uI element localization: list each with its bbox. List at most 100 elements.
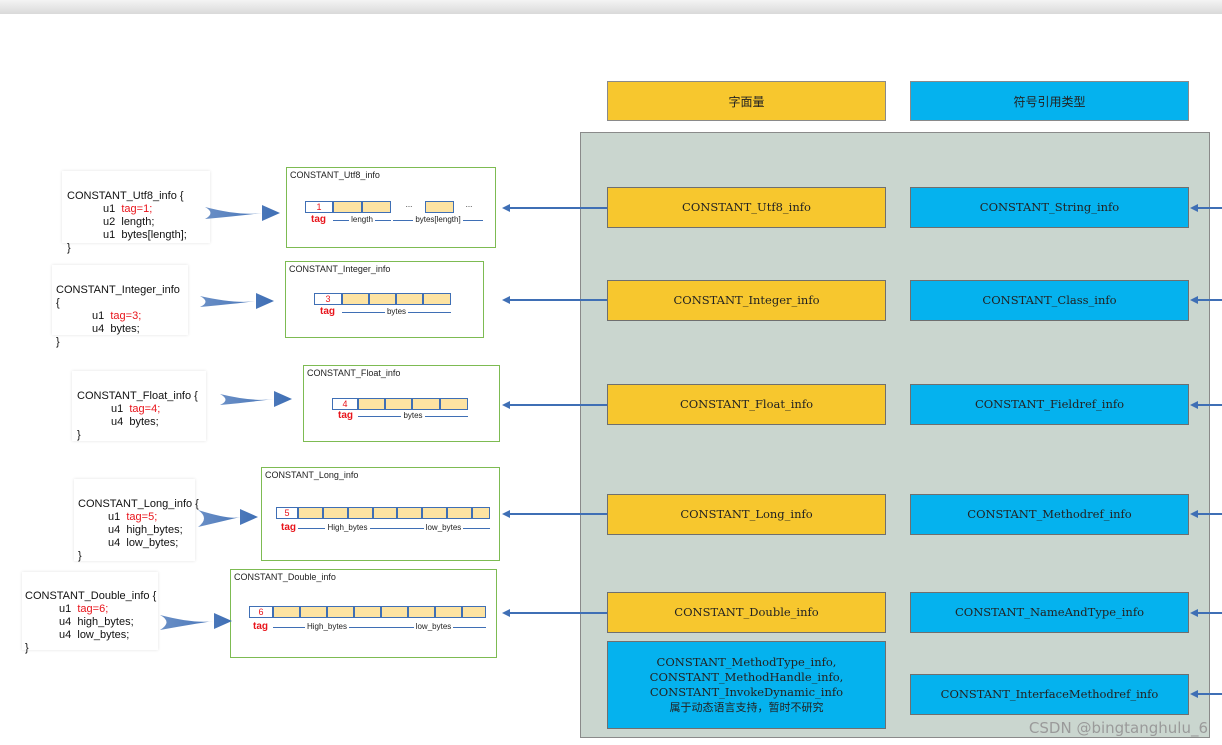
range-text: bytes [401,411,425,420]
tag-cell [276,507,298,519]
dynamic-language-box: CONSTANT_MethodType_info, CONSTANT_Metho… [607,641,886,729]
range-label: High_bytes [273,622,381,631]
range-label: bytes[length] [393,215,483,224]
ellipsis: ... [465,200,473,209]
field-type: u1 [103,229,116,241]
diagram-title: CONSTANT_Integer_info [289,264,391,274]
symbolic-string-box: CONSTANT_String_info [910,187,1189,228]
tag-label: tag [338,410,353,421]
range-text: length [349,215,375,224]
byte-cell [323,507,348,519]
byte-cell [412,398,440,410]
struct-long: CONSTANT_Long_info { u1 tag=5; u4 high_b… [74,479,199,562]
tag-value: 3 [325,294,331,304]
tag-label: tag [320,306,335,317]
range-text: bytes[length] [413,215,463,224]
struct-name: CONSTANT_Float_info { [77,390,198,402]
byte-cell [425,201,454,213]
struct-close: } [25,642,29,654]
diagram-integer: CONSTANT_Integer_info 3 tag bytes [285,261,484,338]
field-type: u4 [92,323,105,335]
field-tag: tag=5; [126,511,158,523]
byte-cell [369,293,396,305]
symbolic-nameandtype-box: CONSTANT_NameAndType_info [910,592,1189,633]
byte-cell [422,507,447,519]
range-text: High_bytes [325,523,370,532]
field-type: u1 [111,403,124,415]
literal-utf8-box: CONSTANT_Utf8_info [607,187,886,228]
field-name: bytes[length]; [121,229,187,241]
symbolic-class-box: CONSTANT_Class_info [910,280,1189,321]
field-type: u4 [59,616,72,628]
diagram-title: CONSTANT_Float_info [307,368,401,378]
field-name: length; [121,216,155,228]
field-type: u1 [92,310,105,322]
window-top-bar [0,0,1222,14]
byte-cell [358,398,385,410]
field-tag: tag=6; [77,603,109,615]
struct-name: CONSTANT_Double_info { [25,590,157,602]
field-name: bytes; [129,416,159,428]
tag-value: 6 [258,607,264,617]
byte-cell [273,606,300,618]
range-text: low_bytes [423,523,464,532]
byte-cell [423,293,451,305]
literal-integer-box: CONSTANT_Integer_info [607,280,886,321]
field-type: u4 [108,537,121,549]
dynamic-line-4: 属于动态语言支持，暂时不研究 [669,701,824,714]
struct-open: { [56,297,60,309]
range-text: bytes [384,307,409,316]
symbolic-methodref-box: CONSTANT_Methodref_info [910,494,1189,535]
range-text: low_bytes [413,622,454,631]
byte-cell [381,606,408,618]
symbolic-interfacemethodref-box: CONSTANT_InterfaceMethodref_info [910,674,1189,715]
field-type: u4 [59,629,72,641]
tag-cell [305,201,333,213]
byte-cell [373,507,397,519]
tag-value: 5 [284,508,290,518]
big-arrow-icon [220,391,292,407]
struct-close: } [56,336,60,348]
field-type: u4 [111,416,124,428]
struct-integer: CONSTANT_Integer_info { u1 tag=3; u4 byt… [52,265,188,348]
field-tag: tag=4; [129,403,161,415]
tag-cell [249,606,273,618]
field-name: high_bytes; [126,524,183,536]
byte-cell [333,201,362,213]
field-name: low_bytes; [126,537,179,549]
watermark: CSDN @bingtanghulu_6 [1028,719,1208,737]
field-type: u1 [103,203,116,215]
literal-float-box: CONSTANT_Float_info [607,384,886,425]
struct-name: CONSTANT_Long_info { [78,498,199,510]
byte-cell [447,507,472,519]
field-tag: tag=3; [110,310,142,322]
big-arrow-icon [200,293,274,309]
byte-cell [298,507,323,519]
dynamic-line-2: CONSTANT_MethodHandle_info, [649,670,844,684]
diagram-title: CONSTANT_Utf8_info [290,170,380,180]
byte-cell [397,507,422,519]
byte-cell [362,201,391,213]
diagram-long: CONSTANT_Long_info 5 tag High_bytes low_… [261,467,500,561]
struct-name: CONSTANT_Integer_info [56,284,180,296]
literal-double-box: CONSTANT_Double_info [607,592,886,633]
byte-cell [348,507,373,519]
ellipsis: ... [405,200,413,209]
range-label: low_bytes [381,622,486,631]
byte-cell [354,606,381,618]
connector-arrows [502,204,1222,698]
struct-close: } [77,429,81,441]
tag-cell [332,398,358,410]
field-type: u1 [108,511,121,523]
field-type: u2 [103,216,116,228]
symbolic-header: 符号引用类型 [910,81,1189,121]
range-label: length [333,215,391,224]
byte-cell [327,606,354,618]
diagram-title: CONSTANT_Double_info [234,572,336,582]
field-name: bytes; [110,323,140,335]
byte-cell [408,606,435,618]
diagram-float: CONSTANT_Float_info 4 tag bytes [303,365,500,442]
field-type: u4 [108,524,121,536]
diagram-double: CONSTANT_Double_info 6 tag High_bytes lo… [230,569,497,658]
byte-cell [300,606,327,618]
